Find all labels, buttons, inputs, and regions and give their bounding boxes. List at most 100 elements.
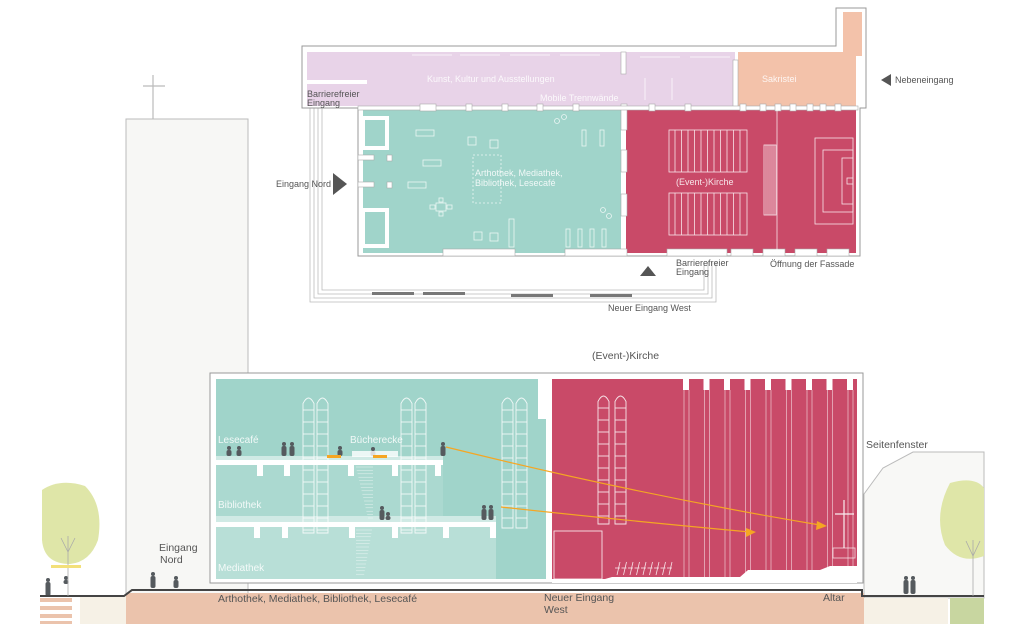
label-mobile-partitions: Mobile Trennwände bbox=[540, 93, 619, 103]
arrowhead-upper-icon bbox=[816, 521, 827, 530]
label-barrier-free-nw-1: Barrierefreier bbox=[307, 89, 360, 99]
person-body bbox=[337, 450, 343, 456]
pews bbox=[674, 130, 741, 235]
tree-right bbox=[940, 480, 984, 596]
section: (Event-)Kirche Lesecafé Bücherecke Bibli… bbox=[40, 75, 985, 624]
window bbox=[316, 397, 329, 534]
mobile-partitions bbox=[412, 54, 730, 100]
label-altar: Altar bbox=[823, 592, 845, 604]
church-furniture bbox=[668, 110, 854, 250]
room-church bbox=[626, 110, 856, 253]
person bbox=[63, 576, 69, 584]
chair bbox=[642, 561, 647, 576]
person-head bbox=[46, 578, 50, 582]
window bbox=[501, 397, 514, 529]
window bbox=[614, 395, 627, 525]
beam bbox=[257, 465, 263, 476]
chair bbox=[662, 561, 666, 576]
person-head bbox=[290, 442, 294, 446]
label-north-entry-1: Eingang bbox=[159, 542, 198, 554]
tower-cross-icon bbox=[143, 75, 165, 119]
room-sacristy bbox=[738, 52, 856, 106]
person-head bbox=[227, 446, 231, 450]
person-body bbox=[150, 576, 156, 588]
person bbox=[910, 576, 916, 594]
roof-opening bbox=[703, 379, 710, 390]
lounge-cushion-2 bbox=[373, 455, 387, 458]
label-barrier-free-s-2: Eingang bbox=[676, 267, 709, 277]
roof-opening bbox=[785, 379, 792, 390]
side-entrance-arrow-icon bbox=[881, 74, 891, 86]
label-side-window: Seitenfenster bbox=[866, 439, 928, 451]
church-floor bbox=[552, 566, 857, 583]
beam bbox=[348, 465, 354, 476]
label-library-2: Bibliothek, Lesecafé bbox=[475, 178, 556, 188]
roof-openings bbox=[683, 379, 853, 390]
person bbox=[281, 442, 287, 456]
label-library-1: Arthothek, Mediathek, bbox=[475, 168, 563, 178]
beam bbox=[282, 527, 288, 538]
person-head bbox=[64, 576, 68, 580]
beam bbox=[435, 465, 441, 476]
label-side-entrance: Nebeneingang bbox=[895, 75, 954, 85]
person-head bbox=[482, 505, 486, 509]
label-lesecafe: Lesecafé bbox=[218, 435, 259, 446]
beams bbox=[254, 465, 496, 538]
floor-plan: Kunst, Kultur und Ausstellungen Mobile T… bbox=[276, 7, 954, 313]
person bbox=[481, 505, 487, 520]
person-head bbox=[282, 442, 286, 446]
sightline-arrows bbox=[445, 446, 821, 533]
sightline-upper bbox=[445, 446, 821, 526]
beam bbox=[392, 465, 398, 476]
person-head bbox=[904, 576, 908, 580]
window-frame bbox=[597, 395, 610, 525]
chair bbox=[655, 561, 660, 576]
people-silhouettes bbox=[45, 442, 916, 596]
window-frame bbox=[614, 395, 627, 525]
window-frame bbox=[302, 397, 315, 534]
person-head bbox=[338, 446, 342, 450]
roof-opening bbox=[806, 379, 812, 390]
beam bbox=[349, 527, 355, 538]
section-library bbox=[216, 379, 546, 579]
label-facade-opening: Öffnung der Fassade bbox=[770, 259, 854, 269]
person bbox=[440, 442, 446, 456]
window-frame bbox=[501, 397, 514, 529]
chair bbox=[629, 561, 634, 576]
person bbox=[903, 576, 909, 594]
person-body bbox=[226, 450, 232, 456]
book-shelf bbox=[352, 451, 398, 457]
person-body bbox=[289, 446, 295, 456]
person bbox=[289, 442, 295, 456]
person-body bbox=[910, 580, 916, 594]
lounge-cushion-1 bbox=[327, 455, 341, 458]
person-body bbox=[488, 509, 494, 520]
label-buecherecke: Bücherecke bbox=[350, 435, 403, 446]
person bbox=[45, 578, 51, 596]
roof-opening bbox=[744, 379, 751, 390]
person bbox=[150, 572, 156, 588]
bench-bars bbox=[372, 292, 632, 297]
label-west-entrance-plan: Neuer Eingang West bbox=[608, 303, 691, 313]
person-body bbox=[385, 516, 391, 520]
room-exhibition-lower bbox=[396, 80, 735, 106]
label-west-entry-2: West bbox=[544, 604, 568, 616]
person-head bbox=[371, 447, 375, 451]
label-west-entry-1: Neuer Eingang bbox=[544, 592, 614, 604]
person bbox=[173, 576, 179, 588]
person bbox=[385, 512, 391, 520]
person-head bbox=[151, 572, 155, 576]
person-head bbox=[441, 442, 445, 446]
person bbox=[337, 446, 343, 456]
altar-cross-icon bbox=[835, 500, 854, 548]
person bbox=[236, 446, 242, 456]
roof-opening bbox=[765, 379, 771, 390]
person-body bbox=[440, 446, 446, 456]
church-chairs bbox=[615, 561, 673, 576]
beam bbox=[490, 527, 496, 538]
ground-right bbox=[864, 598, 948, 624]
person-body bbox=[45, 582, 51, 596]
label-bibliothek: Bibliothek bbox=[218, 500, 262, 511]
